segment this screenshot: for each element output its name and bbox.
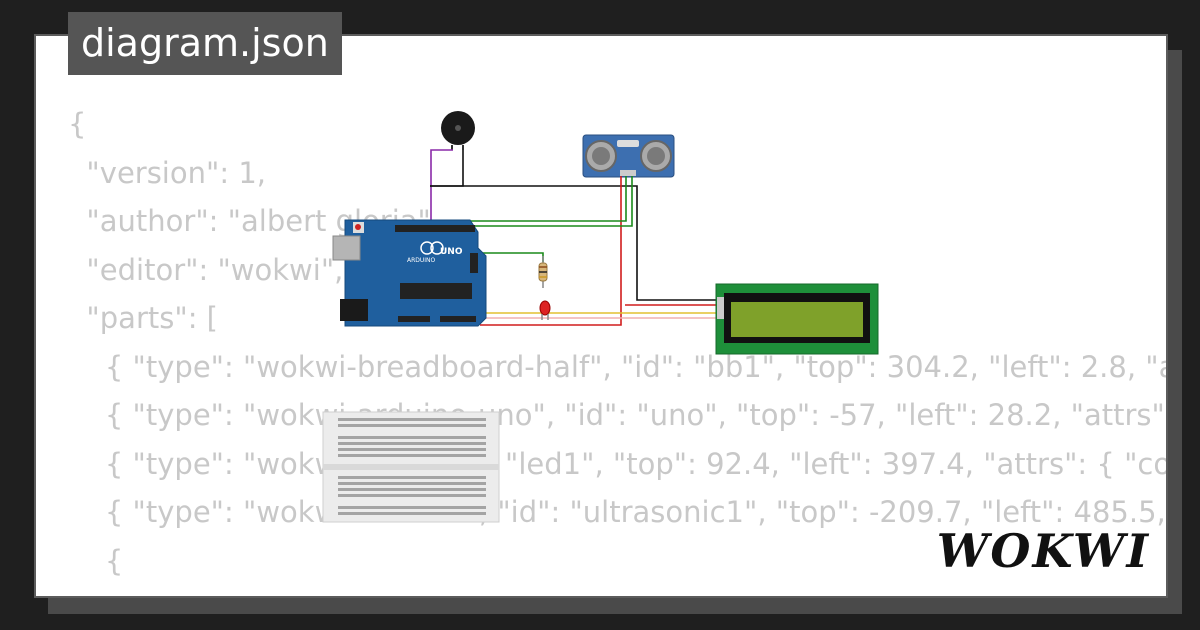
wire-red-vcc (480, 176, 622, 326)
led-red[interactable] (539, 300, 551, 320)
code-line: "type": "wokwi-lcd1602", (68, 585, 1166, 596)
lcd-1602[interactable] (715, 283, 879, 355)
resistor[interactable] (538, 256, 548, 288)
wire-green-trig (430, 176, 627, 222)
wire-green-res (480, 252, 544, 262)
wokwi-logo: WOKWI (936, 524, 1150, 578)
code-line: "editor": "wokwi", (68, 252, 344, 287)
code-line: { "type": "wokwi-hc-sr04", "id": "ultras… (104, 495, 1166, 529)
board-brand-label: ARDUINO (407, 257, 436, 264)
code-line: "parts": [ (68, 301, 218, 335)
board-model-label: UNO (440, 247, 463, 257)
wires (430, 149, 717, 326)
code-line: "version": 1, (68, 155, 266, 190)
code-line: { (68, 543, 124, 578)
code-line: { "type": "wokwi-arduino-uno", "id": "un… (68, 398, 1168, 432)
wire-black-gnd (430, 185, 717, 301)
breadboard-half[interactable] (322, 411, 500, 523)
wire-green-echo (430, 176, 633, 227)
buzzer[interactable] (441, 111, 475, 150)
wire-black-buzzer (430, 150, 464, 187)
arduino-uno[interactable]: UNO ARDUINO (332, 219, 487, 327)
code-line: { (68, 107, 87, 141)
code-line: { "type": "wokwi-breadboard-half", "id":… (104, 349, 1166, 384)
file-title: diagram.json (68, 12, 342, 75)
ultrasonic-sensor[interactable] (582, 134, 675, 178)
